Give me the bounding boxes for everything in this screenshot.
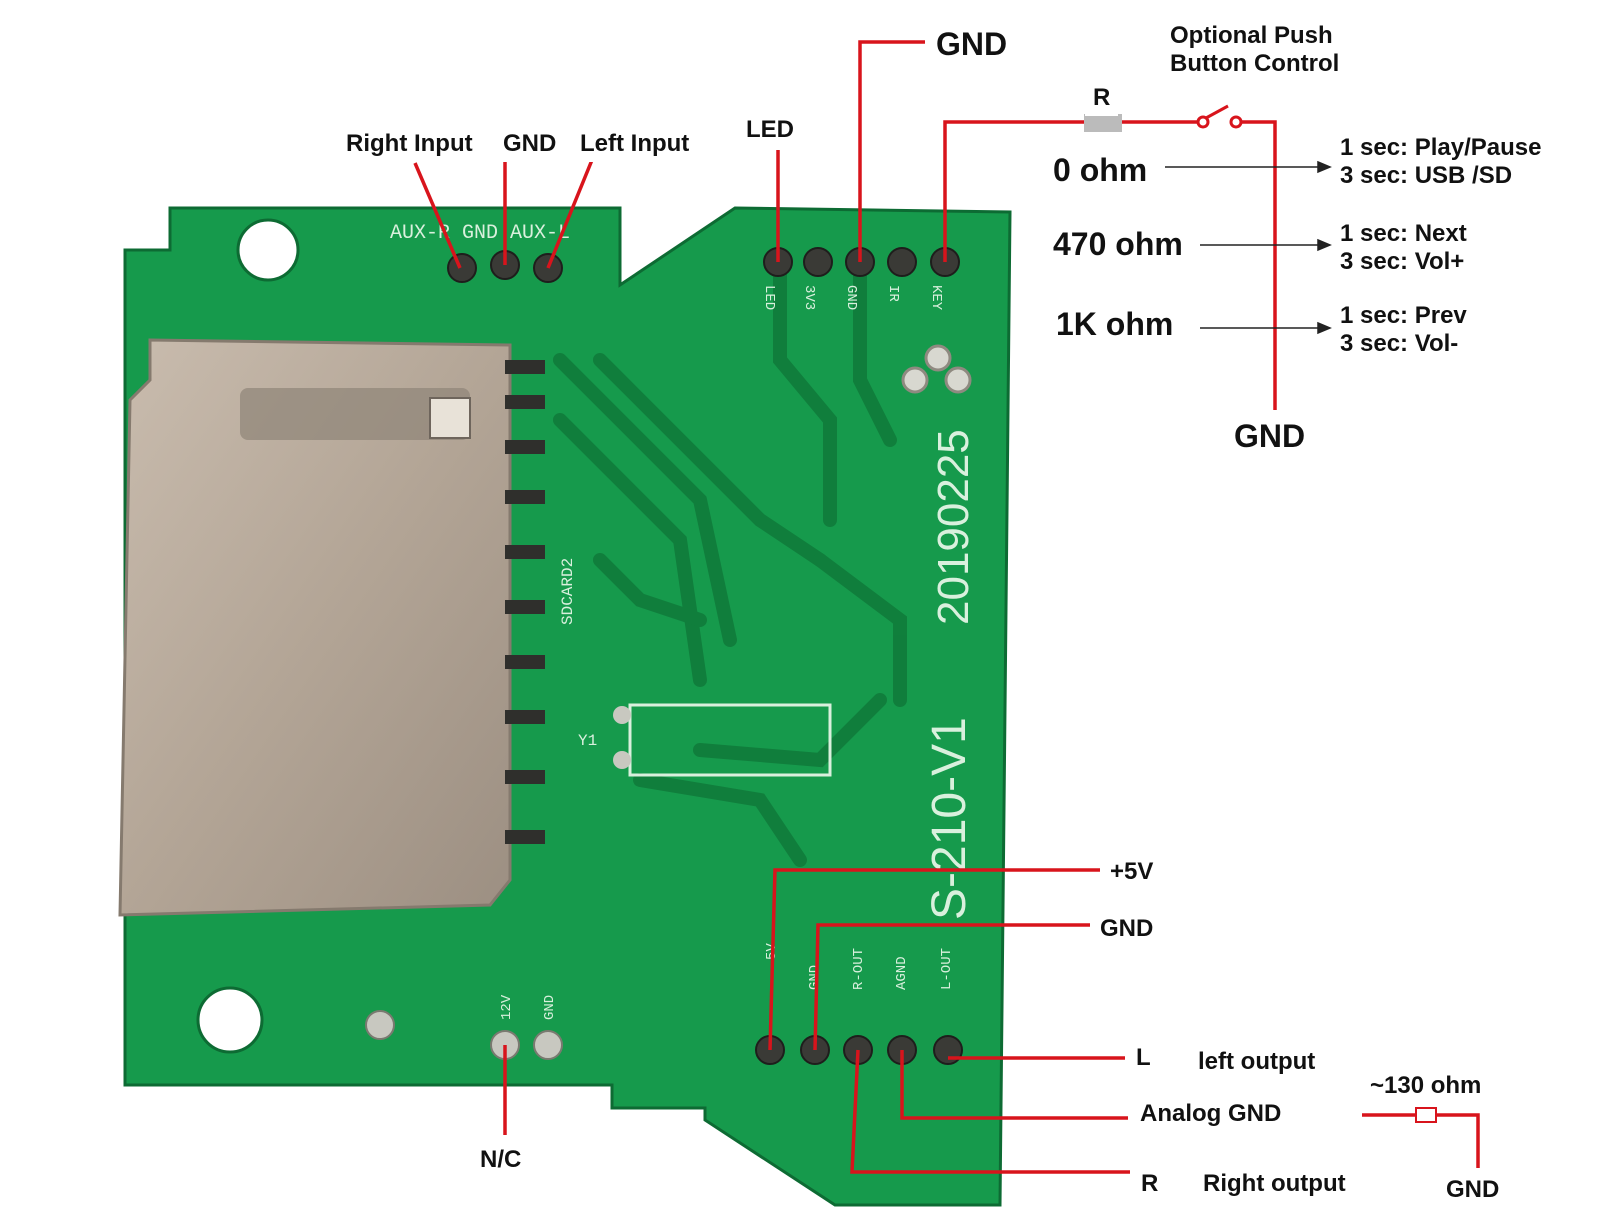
silk-sdcard: SDCARD2: [559, 558, 577, 625]
silk-header-ir: IR: [885, 285, 901, 302]
wire-130ohm-right: [1435, 1113, 1480, 1168]
sd-card-slot: [118, 338, 512, 917]
mount-hole-top: [236, 218, 300, 282]
silk-aux-label: AUX-R GND AUX-L: [390, 222, 570, 245]
test-pad: [365, 1010, 395, 1040]
label-nc: N/C: [472, 1142, 530, 1178]
wire-5v: [768, 868, 1100, 1051]
label-left-input: Left Input: [572, 126, 698, 162]
label-resistor-r: R: [1085, 80, 1119, 116]
silk-header-3v3: 3V3: [801, 285, 817, 310]
silk-out-agnd: AGND: [894, 956, 910, 990]
wire-r-out: [850, 1049, 1130, 1174]
label-gnd-input: GND: [495, 126, 565, 162]
label-130-ohm: ~130 ohm: [1362, 1068, 1490, 1104]
push-button-switch-symbol: [1196, 104, 1243, 129]
silk-out-lout: L-OUT: [939, 948, 955, 990]
silk-model: S-210-V1: [923, 717, 976, 920]
label-func-0-ohm: 1 sec: Play/Pause 3 sec: USB /SD: [1332, 130, 1550, 194]
crystal-outline: [628, 703, 832, 777]
silk-out-rout: R-OUT: [851, 948, 867, 990]
label-left-output: left output: [1190, 1044, 1324, 1080]
wire-gnd-power: [813, 923, 1090, 1051]
wire-key: [943, 120, 1085, 262]
label-gnd-power: GND: [1092, 911, 1162, 947]
resistor-130ohm-symbol: [1415, 1107, 1437, 1123]
mount-hole-bottom: [196, 986, 264, 1054]
silk-crystal: Y1: [578, 732, 597, 750]
silkscreen: AUX-R GND AUX-L LED 3V3 GND IR KEY 5V GN…: [390, 222, 978, 1020]
label-analog-gnd: Analog GND: [1132, 1096, 1290, 1132]
label-right-input: Right Input: [338, 126, 481, 162]
annotation-wires: [413, 40, 1480, 1174]
label-r-pin: R: [1133, 1166, 1167, 1202]
wire-gnd-top: [858, 40, 925, 262]
label-plus-5v: +5V: [1102, 854, 1162, 890]
label-0-ohm: 0 ohm: [1045, 148, 1156, 193]
resistor-r-symbol: [1084, 114, 1122, 132]
silk-header-led: LED: [761, 285, 777, 310]
pcb-traces: [553, 253, 907, 867]
silk-date: 20190225: [929, 429, 978, 625]
silk-power-gnd: GND: [542, 995, 558, 1020]
label-l-pin: L: [1128, 1040, 1159, 1076]
sd-card-latch: [240, 388, 470, 440]
wire-switch-to-gnd: [1240, 120, 1277, 410]
label-gnd-bottom: GND: [1438, 1172, 1508, 1208]
crystal-pad-2: [613, 751, 631, 769]
wire-right-input: [413, 162, 462, 269]
triple-hole-cluster: [901, 344, 972, 394]
label-1k-ohm: 1K ohm: [1048, 302, 1182, 347]
label-gnd-top: GND: [928, 22, 1016, 67]
silk-header-key: KEY: [928, 285, 944, 311]
wire-left-input: [546, 159, 594, 269]
crystal-pad-1: [613, 706, 631, 724]
label-gnd-button: GND: [1226, 414, 1314, 459]
label-optional-push-button: Optional Push Button Control: [1162, 18, 1348, 82]
silk-header-gnd: GND: [843, 285, 859, 310]
label-func-1k-ohm: 1 sec: Prev 3 sec: Vol-: [1332, 298, 1475, 362]
wire-agnd: [900, 1050, 1128, 1120]
label-right-output: Right output: [1195, 1166, 1354, 1202]
resistor-function-arrows: [1165, 160, 1332, 335]
sd-card-latch-tab: [429, 397, 471, 439]
label-470-ohm: 470 ohm: [1045, 222, 1191, 267]
label-func-470-ohm: 1 sec: Next 3 sec: Vol+: [1332, 216, 1475, 280]
label-led: LED: [738, 112, 802, 148]
silk-power-12v: 12V: [499, 994, 515, 1020]
sd-card-pins: [505, 360, 545, 844]
